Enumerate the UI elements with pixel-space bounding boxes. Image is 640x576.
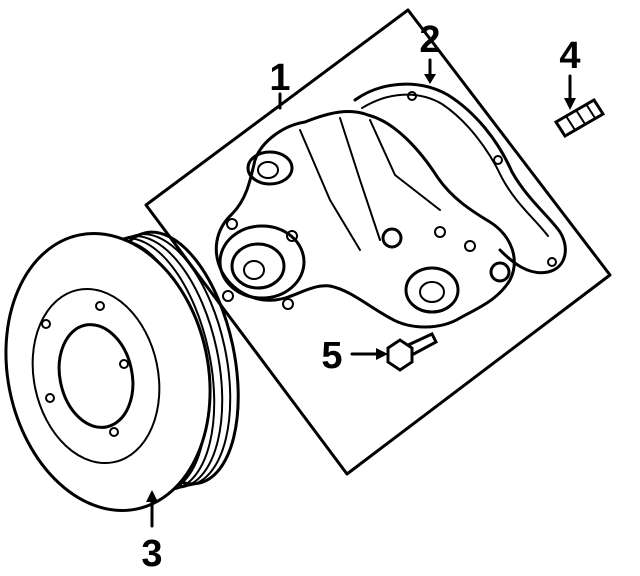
gasket-inner-edge xyxy=(361,93,549,237)
outlet-boss xyxy=(404,266,460,314)
gasket-bolt-hole xyxy=(407,91,417,101)
callout-4: 4 xyxy=(559,35,580,77)
pump-hub xyxy=(230,242,286,290)
inlet-port xyxy=(257,161,279,179)
arrowhead-2 xyxy=(424,74,436,84)
callout-3: 3 xyxy=(141,533,162,575)
outlet-port xyxy=(419,281,445,303)
pump-flange xyxy=(218,224,306,300)
gasket-bolt-hole xyxy=(547,257,557,267)
gasket xyxy=(353,82,567,275)
arrowhead-4 xyxy=(564,98,576,110)
body-bolt xyxy=(381,227,403,249)
callout-5: 5 xyxy=(321,335,342,377)
pulley-bolt-hole xyxy=(109,427,119,437)
flange-bolt-hole xyxy=(226,218,238,230)
pulley-inner-face xyxy=(31,287,161,465)
stud-thread xyxy=(585,103,596,119)
pulley-bolt-hole xyxy=(45,393,55,403)
pulley-center-hole xyxy=(57,323,135,429)
pulley-bolt-hole xyxy=(41,319,51,329)
stud-thread xyxy=(565,115,576,131)
flange-bolt-hole xyxy=(282,298,294,310)
pump-rib xyxy=(299,129,361,251)
gasket-bolt-hole xyxy=(493,155,503,165)
stud-thread xyxy=(575,109,586,125)
body-bolt-hole xyxy=(434,226,446,238)
assembly-group-box xyxy=(144,8,612,476)
flange-bolt-hole xyxy=(222,290,234,302)
body-bolt-hole xyxy=(464,240,476,252)
pump-rib xyxy=(369,119,441,211)
bolt-head xyxy=(386,338,414,372)
pulley xyxy=(4,230,240,513)
pump-rib xyxy=(339,117,381,241)
water-pump xyxy=(214,109,516,329)
pulley-bolt-hole xyxy=(95,301,105,311)
pulley-front-face xyxy=(4,231,212,513)
arrowhead-5 xyxy=(376,348,388,360)
bolt xyxy=(386,332,438,372)
flange-bolt-hole xyxy=(286,230,298,242)
stud xyxy=(553,97,606,139)
pump-shaft xyxy=(243,260,265,280)
body-bolt xyxy=(489,261,511,283)
arrowhead-3 xyxy=(146,490,158,502)
inlet-boss xyxy=(246,150,294,186)
pulley-bolt-hole xyxy=(119,359,129,369)
callout-2: 2 xyxy=(419,19,440,61)
callout-1: 1 xyxy=(269,57,290,99)
